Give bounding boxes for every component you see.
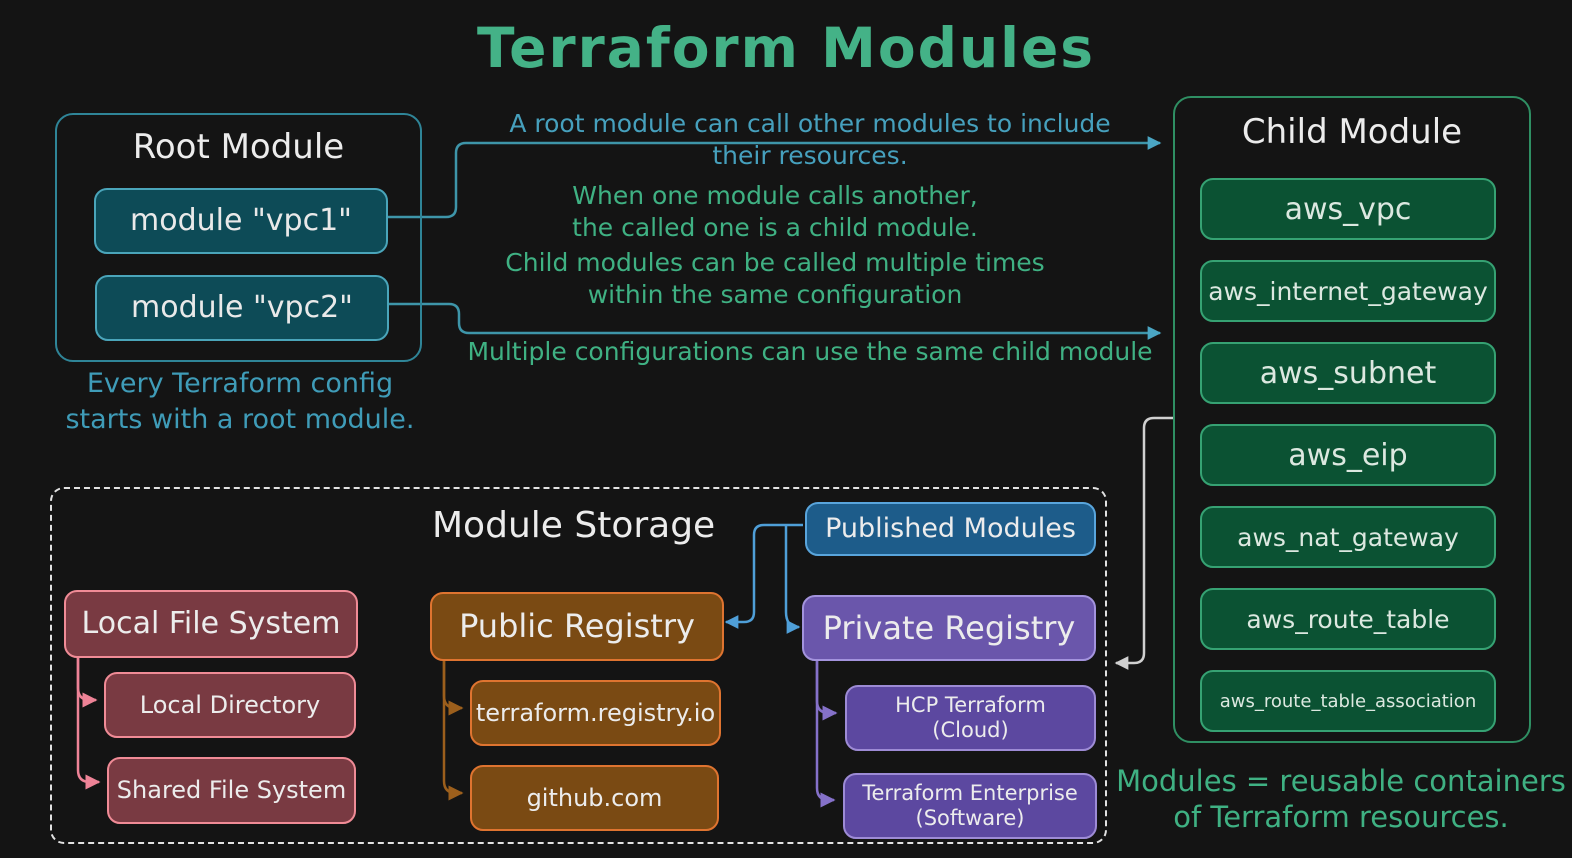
- wire-localfs-to-shared-fs: [76, 652, 101, 790]
- public-registry-node: Public Registry: [430, 592, 724, 661]
- local-directory-node: Local Directory: [104, 672, 356, 738]
- child-item-aws-subnet: aws_subnet: [1200, 342, 1496, 404]
- published-modules-node: Published Modules: [805, 502, 1096, 556]
- child-module-items: aws_vpc aws_internet_gateway aws_subnet …: [1200, 178, 1496, 732]
- wire-vpc2-to-child-module: [383, 302, 1162, 340]
- wire-published-to-private-registry: [784, 526, 801, 634]
- local-file-system-node: Local File System: [64, 590, 358, 658]
- child-item-aws-route-table: aws_route_table: [1200, 588, 1496, 650]
- child-item-aws-eip: aws_eip: [1200, 424, 1496, 486]
- child-module-container: Child Module aws_vpc aws_internet_gatewa…: [1173, 96, 1531, 743]
- hcp-terraform-node: HCP Terraform (Cloud): [845, 685, 1096, 751]
- github-com-node: github.com: [470, 765, 719, 831]
- wire-public-to-github: [442, 655, 464, 801]
- shared-file-system-node: Shared File System: [107, 757, 356, 824]
- wire-private-to-enterprise: [815, 656, 836, 808]
- root-module-title: Root Module: [132, 127, 345, 167]
- module-storage-title: Module Storage: [432, 505, 716, 546]
- child-item-aws-vpc: aws_vpc: [1200, 178, 1496, 240]
- modules-definition-note: Modules = reusable containers of Terrafo…: [1116, 764, 1566, 835]
- annotation-root-calls: A root module can call other modules to …: [509, 109, 1111, 170]
- root-module-vpc2: module "vpc2": [95, 275, 389, 341]
- terraform-enterprise-node: Terraform Enterprise (Software): [843, 773, 1097, 839]
- child-item-aws-nat-gateway: aws_nat_gateway: [1200, 506, 1496, 568]
- private-registry-node: Private Registry: [802, 595, 1096, 661]
- annotation-shared-child: Multiple configurations can use the same…: [467, 337, 1153, 366]
- root-module-container: Root Module module "vpc1" module "vpc2": [55, 113, 422, 362]
- page-title: Terraform Modules: [476, 16, 1096, 80]
- annotation-multiple-calls: Child modules can be called multiple tim…: [505, 248, 1045, 309]
- wire-child-module-to-storage: [1114, 416, 1175, 670]
- root-module-vpc1: module "vpc1": [94, 188, 388, 254]
- annotation-child-definition: When one module calls another, the calle…: [572, 181, 978, 242]
- terraform-registry-io-node: terraform.registry.io: [470, 680, 721, 746]
- wire-published-to-public-registry: [724, 523, 803, 629]
- module-storage-container: Module Storage Local File System Local D…: [50, 487, 1107, 844]
- child-module-title: Child Module: [1241, 112, 1463, 152]
- child-item-aws-route-table-association: aws_route_table_association: [1200, 670, 1496, 732]
- root-module-caption: Every Terraform config starts with a roo…: [65, 368, 415, 435]
- wire-vpc1-to-child-module: [382, 136, 1162, 219]
- child-item-aws-internet-gateway: aws_internet_gateway: [1200, 260, 1496, 322]
